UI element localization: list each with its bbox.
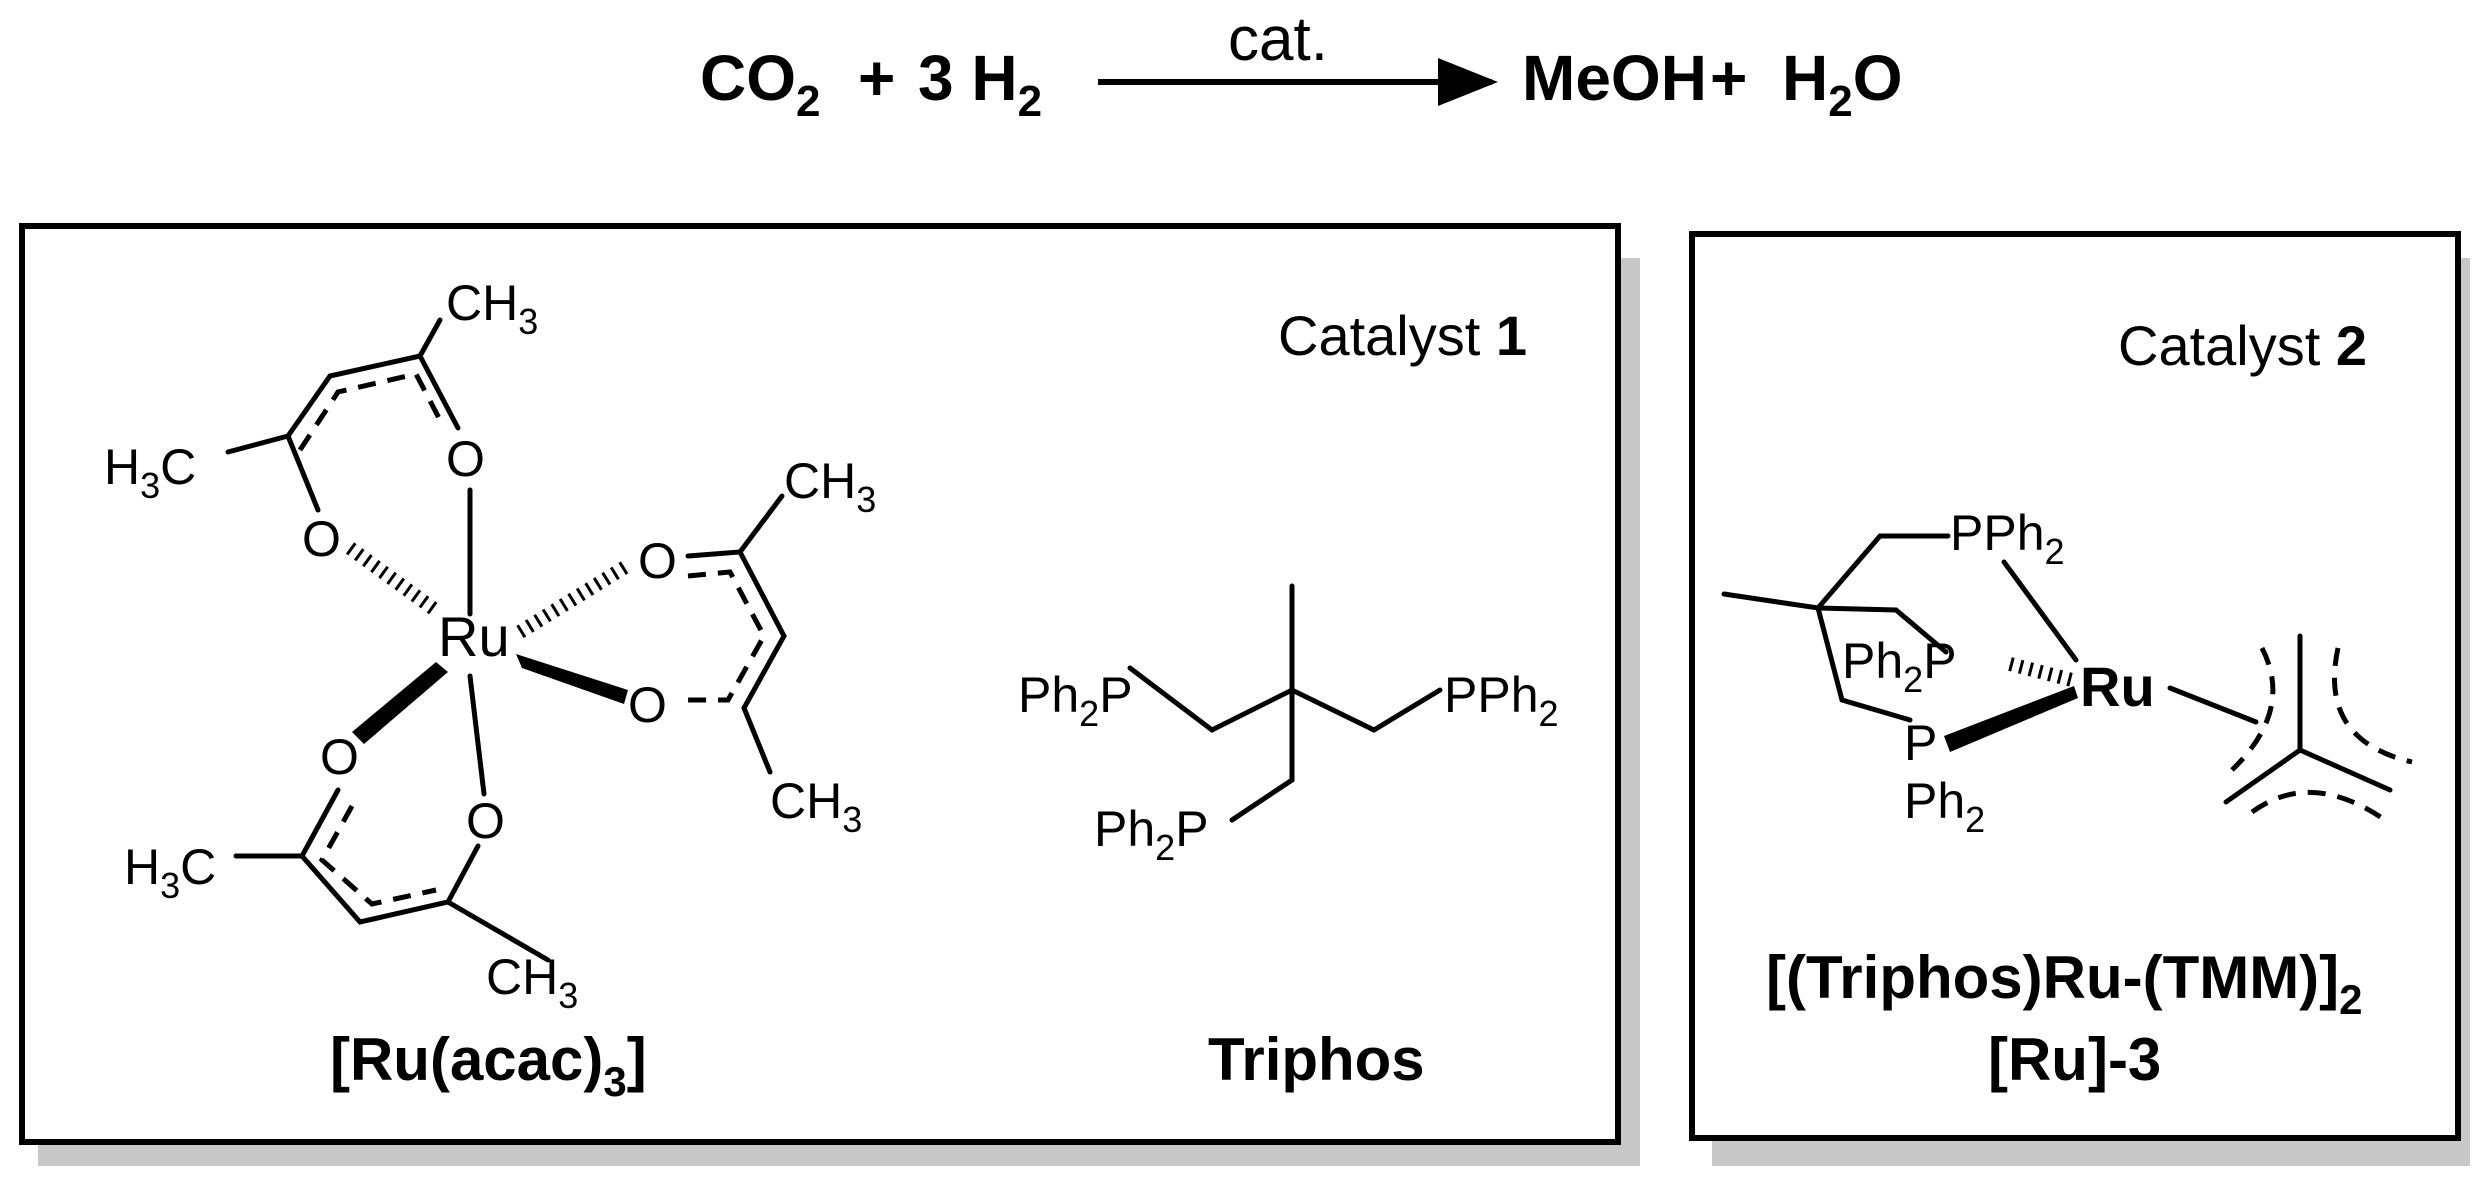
- triphos-lower-arm: [1229, 687, 1295, 823]
- bond-c-o-upper-left: [285, 433, 321, 513]
- tmm-arm-left: [2223, 747, 2303, 805]
- bond-ru-tmm: [2167, 685, 2259, 725]
- bond-bottom-right-methyl: [445, 899, 551, 963]
- catalyst-1-box: [19, 223, 1621, 1145]
- catalyst-1-panel: Catalyst 1 Ru CH3 H3C O O O O CH3 CH3: [19, 223, 1640, 1166]
- ru-atom: Ru: [438, 605, 510, 668]
- oxygen-upper-left: O: [302, 511, 341, 567]
- ru-atom-catalyst-2: Ru: [2080, 655, 2155, 718]
- catalyst-1-title: Catalyst 1: [1278, 304, 1527, 367]
- ph2p-bottom: Ph2P: [1094, 801, 1209, 868]
- bond-methyl-c1: [225, 433, 291, 455]
- tmm-delocalization-left: [2230, 646, 2276, 772]
- ch3-right-top: CH3: [784, 453, 876, 520]
- tmm-delocalization-bottom: [2250, 789, 2384, 821]
- oxygen-lower-right: O: [466, 793, 505, 849]
- catalyst-2-panel: Catalyst 2 PPh2 Ph2P P Ph2 Ru [(Triphos)…: [1689, 231, 2470, 1166]
- bond-c-o-upper-right: [417, 353, 461, 431]
- h3c-left-top: H3C: [104, 439, 196, 506]
- wedge-bond-p-ru: [1944, 686, 2078, 752]
- ru-acac3-name: [Ru(acac)3]: [330, 1026, 647, 1105]
- bond-ru-o-bottom: [467, 673, 487, 797]
- reaction-equation: CO2 + 3 H2 cat. MeOH + H2O: [700, 5, 1902, 126]
- ph2p-left: Ph2P: [1018, 667, 1133, 734]
- pph2-right: PPh2: [1444, 667, 1559, 734]
- h3c-left-bottom: H3C: [124, 839, 216, 906]
- oxygen-right-upper: O: [638, 533, 677, 589]
- hashed-bond-o-ru-upper-left: [345, 542, 443, 618]
- catalyst-2-title: Catalyst 2: [2118, 314, 2367, 377]
- hashed-bond-p-ru: [2008, 657, 2074, 687]
- ch3-top: CH3: [446, 275, 538, 342]
- wedge-bond-ru-o-right: [516, 654, 628, 704]
- delocalized-acac-top: [297, 371, 443, 452]
- catalyst-2-name: [(Triphos)Ru-(TMM)]2: [1766, 944, 2363, 1023]
- bond-p-ru-top: [2001, 559, 2079, 663]
- ru-acac3-structure: Ru CH3 H3C O O O O CH3 CH3 O O: [104, 275, 876, 1105]
- methanol-formula: MeOH: [1522, 42, 1707, 114]
- oxygen-lower-left: O: [320, 729, 359, 785]
- catalyst-2-code: [Ru]-3: [1988, 1026, 2161, 1093]
- catalyst-condition-label: cat.: [1228, 5, 1328, 74]
- ph2-lower: Ph2: [1904, 773, 1985, 840]
- tmm-delocalization-right: [2332, 647, 2413, 765]
- co2-formula: CO2: [700, 42, 820, 126]
- bond-backbone-top-arm: [1721, 533, 1951, 611]
- h2-formula: 3 H2: [918, 42, 1042, 126]
- bond-acac-backbone-bottom: [298, 787, 481, 925]
- triphos-ru-tmm-structure: PPh2 Ph2P P Ph2 Ru [(Triphos)Ru-(TMM)]2 …: [1721, 505, 2413, 1093]
- p-lower: P: [1904, 715, 1937, 771]
- bond-backbone-middle-arm: [1815, 605, 1949, 655]
- tmm-arm-right: [2297, 747, 2393, 793]
- bond-backbone-lower-arm: [1815, 605, 1913, 723]
- triphos-structure: Ph2P PPh2 Ph2P Triphos: [1018, 583, 1559, 1093]
- catalyst-2-box: [1689, 231, 2461, 1141]
- water-formula: H2O: [1782, 42, 1902, 126]
- oxygen-right-lower: O: [628, 677, 667, 733]
- ch3-right-bottom: CH3: [770, 773, 862, 840]
- bond-acac-backbone-top: [285, 317, 443, 439]
- plus-sign-right: +: [1710, 42, 1747, 114]
- hashed-bond-ru-o-right: [516, 558, 634, 638]
- plus-sign-left: +: [858, 42, 895, 114]
- pph2-top: PPh2: [1950, 505, 2065, 572]
- delocalized-acac-bottom: [318, 804, 437, 907]
- bond-right-backbone: [737, 549, 787, 775]
- triphos-name: Triphos: [1208, 1026, 1425, 1093]
- ph2p-middle: Ph2P: [1842, 633, 1957, 700]
- oxygen-upper-right: O: [446, 431, 485, 487]
- wedge-bond-ru-o-lower-left: [352, 662, 448, 744]
